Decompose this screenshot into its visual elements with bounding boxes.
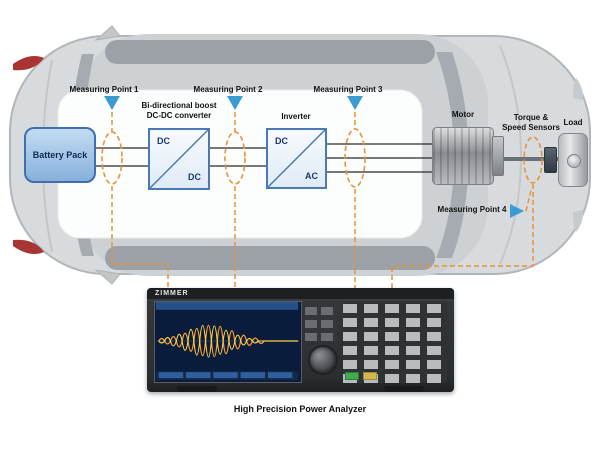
measuring-point-3-marker bbox=[347, 96, 363, 110]
analyzer-waveform bbox=[155, 302, 299, 380]
torque-speed-sensor bbox=[544, 147, 557, 173]
inverter-diagonal bbox=[268, 130, 325, 187]
windshield bbox=[436, 52, 469, 258]
analyzer-top-bezel: ZIMMER bbox=[147, 288, 454, 299]
battery-pack: Battery Pack bbox=[24, 127, 96, 183]
mirror-bottom bbox=[94, 269, 121, 285]
mirror-top bbox=[94, 25, 121, 41]
dcdc-output-label: DC bbox=[188, 172, 201, 182]
dcdc-converter-box: DC DC bbox=[148, 128, 210, 190]
probe-cable-4 bbox=[391, 184, 534, 290]
inverter-box: DC AC bbox=[266, 128, 327, 189]
measuring-point-3-label: Measuring Point 3 bbox=[313, 85, 383, 94]
measuring-loop-4 bbox=[523, 136, 543, 184]
analyzer-start-key[interactable] bbox=[345, 372, 359, 380]
tail-light-top bbox=[13, 56, 44, 71]
load-machine bbox=[558, 133, 588, 187]
analyzer-screen bbox=[154, 301, 302, 383]
measuring-point-4-marker bbox=[510, 204, 524, 218]
inverter-title: Inverter bbox=[281, 112, 311, 121]
power-analyzer: ZIMMER bbox=[147, 288, 454, 392]
load-hub bbox=[567, 154, 581, 168]
side-window-top bbox=[105, 40, 435, 64]
measuring-point-1-marker bbox=[104, 96, 120, 110]
analyzer-rotary-knob[interactable] bbox=[308, 345, 338, 375]
headlight-top bbox=[573, 78, 584, 100]
analyzer-foot-left bbox=[177, 386, 217, 392]
load-label: Load bbox=[563, 118, 583, 127]
motor-end-cap bbox=[492, 136, 504, 176]
motor bbox=[432, 127, 494, 185]
sensors-label: Torque & Speed Sensors bbox=[502, 113, 560, 133]
analyzer-function-key[interactable] bbox=[363, 372, 377, 380]
analyzer-caption: High Precision Power Analyzer bbox=[233, 404, 367, 414]
analyzer-foot-right bbox=[384, 386, 424, 392]
probe-link-4 bbox=[525, 189, 532, 212]
front-hood-line bbox=[499, 45, 522, 265]
measuring-point-1-label: Measuring Point 1 bbox=[69, 85, 139, 94]
measuring-point-4-label: Measuring Point 4 bbox=[437, 205, 507, 214]
dcdc-diagonal bbox=[150, 130, 208, 188]
measuring-point-2-marker bbox=[227, 96, 243, 110]
power-wires bbox=[96, 143, 432, 173]
battery-pack-label: Battery Pack bbox=[32, 150, 88, 160]
tail-light-bottom bbox=[13, 239, 44, 254]
side-window-bottom bbox=[105, 246, 435, 270]
motor-label: Motor bbox=[451, 110, 475, 119]
inverter-output-label: AC bbox=[305, 171, 318, 181]
probe-cable-1 bbox=[111, 186, 169, 290]
analyzer-brand: ZIMMER bbox=[155, 290, 189, 297]
headlight-bottom bbox=[573, 210, 584, 232]
analyzer-softkeys[interactable] bbox=[305, 303, 337, 341]
measuring-point-2-label: Measuring Point 2 bbox=[193, 85, 263, 94]
analyzer-keypad[interactable] bbox=[343, 301, 447, 383]
inverter-input-label: DC bbox=[275, 136, 288, 146]
dcdc-converter-title: Bi-directional boost DC-DC converter bbox=[141, 101, 217, 121]
dcdc-input-label: DC bbox=[157, 136, 170, 146]
